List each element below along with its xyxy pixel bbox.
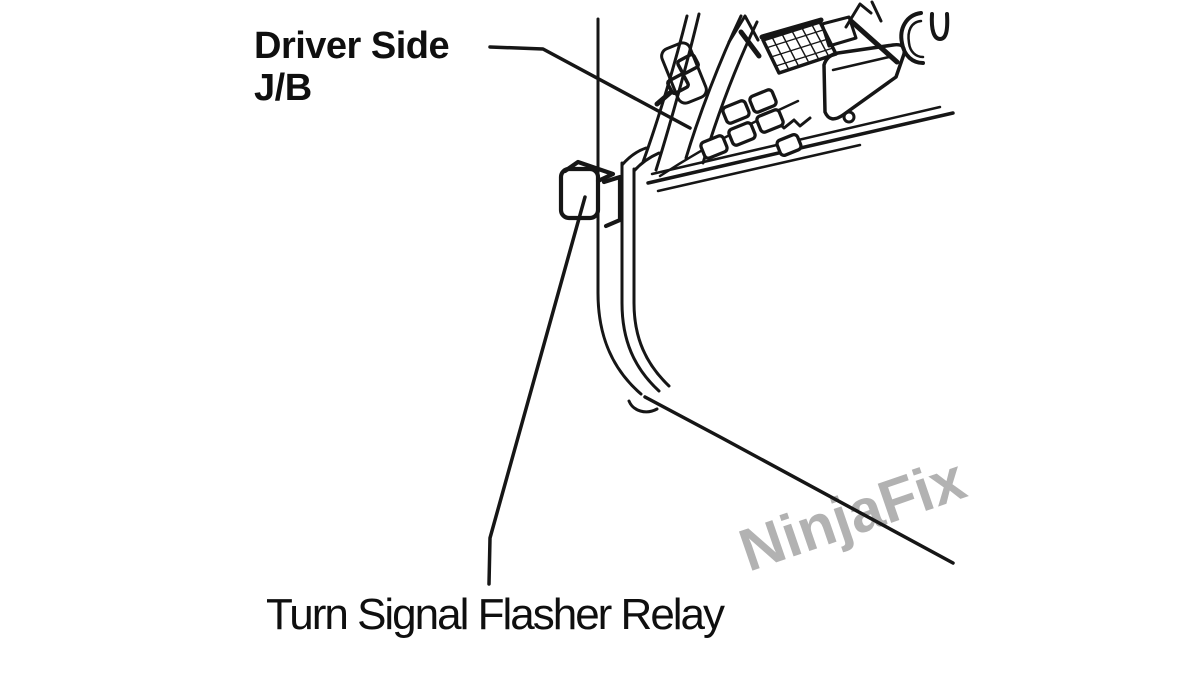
jb-cover-flap bbox=[822, 42, 907, 121]
relay-leader-line bbox=[487, 195, 587, 586]
watermark: NinjaFix bbox=[731, 444, 974, 585]
relay-top-face bbox=[562, 159, 616, 184]
leader-lines bbox=[487, 45, 692, 586]
jb-leader-line bbox=[488, 45, 692, 130]
jb-body-edges bbox=[646, 0, 955, 193]
driver-side-junction-block bbox=[641, 0, 955, 193]
junction-block-label-line2: J/B bbox=[254, 67, 312, 109]
relay-front-face bbox=[558, 166, 601, 221]
crosshatch-connector bbox=[759, 15, 858, 75]
fuse-blocks bbox=[699, 88, 856, 160]
fuse-connector bbox=[654, 41, 708, 107]
relay-label: Turn Signal Flasher Relay bbox=[266, 590, 725, 639]
harness-hook bbox=[899, 11, 950, 65]
junction-block-label: Driver Side J/B bbox=[254, 25, 450, 109]
relay-side-bracket bbox=[601, 174, 623, 229]
crosshatch-lines bbox=[765, 24, 834, 69]
a-pillar-trim bbox=[596, 17, 671, 414]
turn-signal-flasher-relay bbox=[558, 159, 623, 229]
junction-block-label-line1: Driver Side bbox=[254, 25, 450, 67]
